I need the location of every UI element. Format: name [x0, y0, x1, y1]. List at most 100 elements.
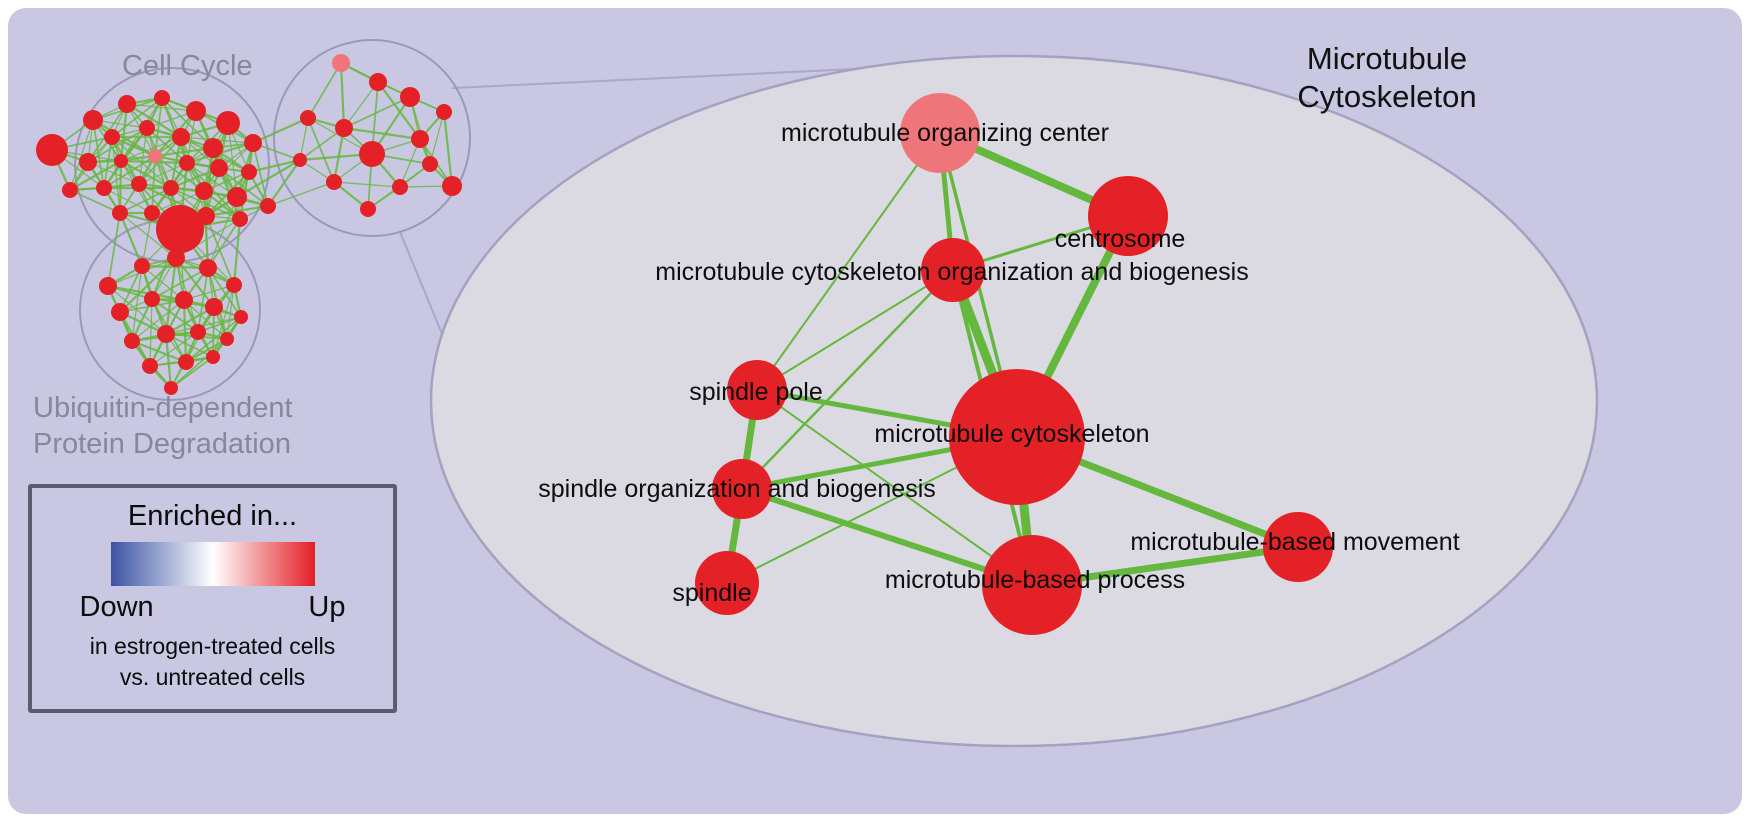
overview-node: [220, 332, 234, 346]
overview-edge: [218, 167, 269, 207]
legend-subtitle-line1: in estrogen-treated cells: [89, 633, 336, 659]
overview-node: [216, 111, 240, 135]
overview-node: [172, 128, 190, 146]
overview-node: [392, 179, 408, 195]
overview-node: [400, 87, 420, 107]
overview-edge: [164, 257, 178, 335]
node-label-movement: microtubule-based movement: [1130, 528, 1459, 556]
overview-edge: [236, 159, 301, 198]
cluster-label-cell-cycle: Cell Cycle: [122, 50, 253, 82]
overview-node: [442, 176, 462, 196]
overview-node: [226, 277, 242, 293]
legend-up-label: Up: [308, 591, 346, 623]
overview-node: [300, 110, 316, 126]
overview-edge: [119, 103, 129, 162]
overview-node: [293, 153, 307, 167]
overview-edge: [161, 97, 214, 149]
overview-node: [360, 201, 376, 217]
overview-edge: [118, 212, 144, 267]
node-mtoc: [900, 93, 980, 173]
overview-edge: [103, 136, 113, 189]
node-movement: [1263, 512, 1333, 582]
overview-edge: [131, 339, 187, 364]
node-label-org-bio: microtubule cytoskeleton organization an…: [655, 258, 1248, 286]
overview-node: [164, 381, 178, 395]
overview-node: [411, 130, 429, 148]
overview-edge: [252, 116, 309, 145]
overview-edge: [69, 160, 122, 191]
overview-node: [234, 310, 248, 324]
node-label-cytoskeleton: microtubule cytoskeleton: [874, 420, 1149, 448]
overview-edge: [267, 159, 301, 207]
overview-edge: [126, 103, 182, 138]
edge-mtoc-spindle-pole: [756, 132, 941, 391]
overview-node: [111, 303, 129, 321]
overview-edge: [151, 267, 209, 300]
overview-edge: [107, 212, 121, 287]
overview-edge: [111, 136, 121, 214]
legend-subtitle-line2: vs. untreated cells: [119, 664, 306, 691]
overview-node: [369, 73, 387, 91]
overview-node: [114, 154, 128, 168]
overview-edge: [343, 126, 421, 141]
overview-edge: [248, 158, 301, 174]
overview-edge: [182, 299, 188, 363]
overview-edge: [377, 81, 421, 140]
overview-node: [178, 354, 194, 370]
node-label-centrosome: centrosome: [1055, 225, 1186, 253]
overview-node: [83, 110, 103, 130]
overview-node: [203, 138, 223, 158]
legend-gradient-bar: [110, 542, 315, 586]
overview-edge: [203, 142, 254, 192]
overview-node: [436, 104, 452, 120]
overview-edge: [339, 62, 346, 129]
overview-node: [142, 358, 158, 374]
overview-edge: [141, 265, 185, 301]
overview-edge: [343, 81, 379, 129]
overview-edge: [207, 267, 242, 318]
overview-edge: [138, 162, 188, 185]
overview-edge: [151, 190, 205, 214]
overview-node: [36, 134, 68, 166]
overview-node: [332, 54, 350, 72]
cluster-label-ubiquitin: Ubiquitin-dependent Protein Degradation: [33, 392, 293, 461]
overview-node: [79, 153, 97, 171]
node-cytoskeleton: [949, 369, 1085, 505]
overview-edge: [307, 62, 342, 119]
overview-edge: [442, 111, 454, 187]
node-org-bio: [921, 238, 985, 302]
overview-node: [227, 187, 247, 207]
overview-edge: [138, 127, 148, 185]
overview-edge: [131, 265, 143, 342]
overview-edge: [170, 356, 214, 389]
node-spindle-org: [712, 459, 772, 519]
overview-node: [157, 325, 175, 343]
overview-edge: [429, 111, 445, 165]
overview-node: [154, 90, 170, 106]
node-label-mtoc: microtubule organizing center: [781, 119, 1109, 147]
edge-spindle-org-process: [739, 486, 1035, 588]
overview-edge: [175, 257, 215, 308]
overview-edge: [165, 306, 215, 335]
overview-node: [96, 180, 112, 196]
overview-edge: [111, 97, 163, 138]
overview-node: [118, 95, 136, 113]
overview-node: [186, 101, 206, 121]
node-centrosome: [1088, 176, 1168, 256]
overview-node: [148, 149, 162, 163]
overview-node: [359, 141, 385, 167]
overview-node: [260, 198, 276, 214]
detail-cluster-title: Microtubule Cytoskeleton: [1297, 41, 1477, 114]
node-spindle: [695, 551, 759, 615]
overview-edge: [170, 338, 228, 389]
overview-node: [206, 350, 220, 364]
overview-node: [210, 159, 228, 177]
overview-node: [244, 134, 262, 152]
legend-title: Enriched in...: [127, 500, 298, 532]
overview-edge: [197, 267, 209, 333]
overview-node: [144, 291, 160, 307]
overview-node: [195, 182, 213, 200]
node-process: [982, 535, 1082, 635]
overview-edge: [333, 181, 401, 188]
